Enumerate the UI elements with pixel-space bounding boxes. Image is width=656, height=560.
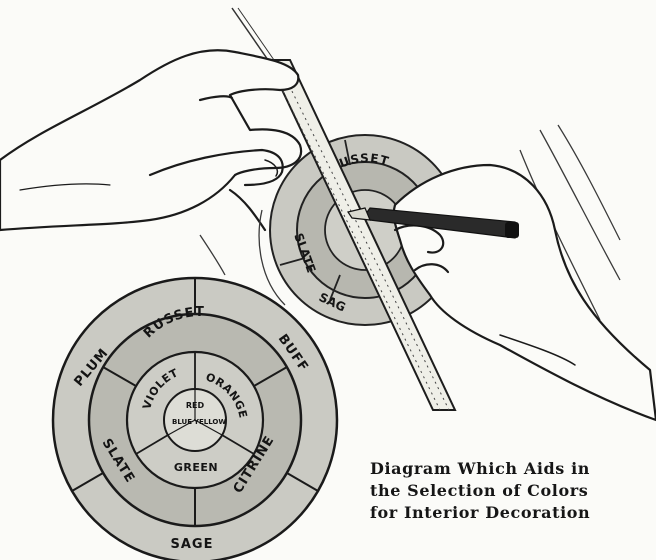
center-blue-label: BLUE — [172, 418, 192, 426]
caption-line-2: the Selection of Colors — [370, 480, 656, 502]
caption-line-3: for Interior Decoration — [370, 502, 656, 524]
center-red-label: RED — [186, 401, 205, 410]
caption-line-1: Diagram Which Aids in — [370, 458, 656, 480]
sage-label: SAGE — [171, 537, 214, 552]
left-hand — [0, 50, 301, 230]
green-label: GREEN — [174, 461, 218, 474]
main-color-wheel: RED BLUE YELLOW VIOLET ORANGE GREEN RUSS… — [53, 278, 337, 560]
figure-caption: Diagram Which Aids in the Selection of C… — [370, 458, 656, 524]
center-yellow-label: YELLOW — [193, 418, 226, 426]
